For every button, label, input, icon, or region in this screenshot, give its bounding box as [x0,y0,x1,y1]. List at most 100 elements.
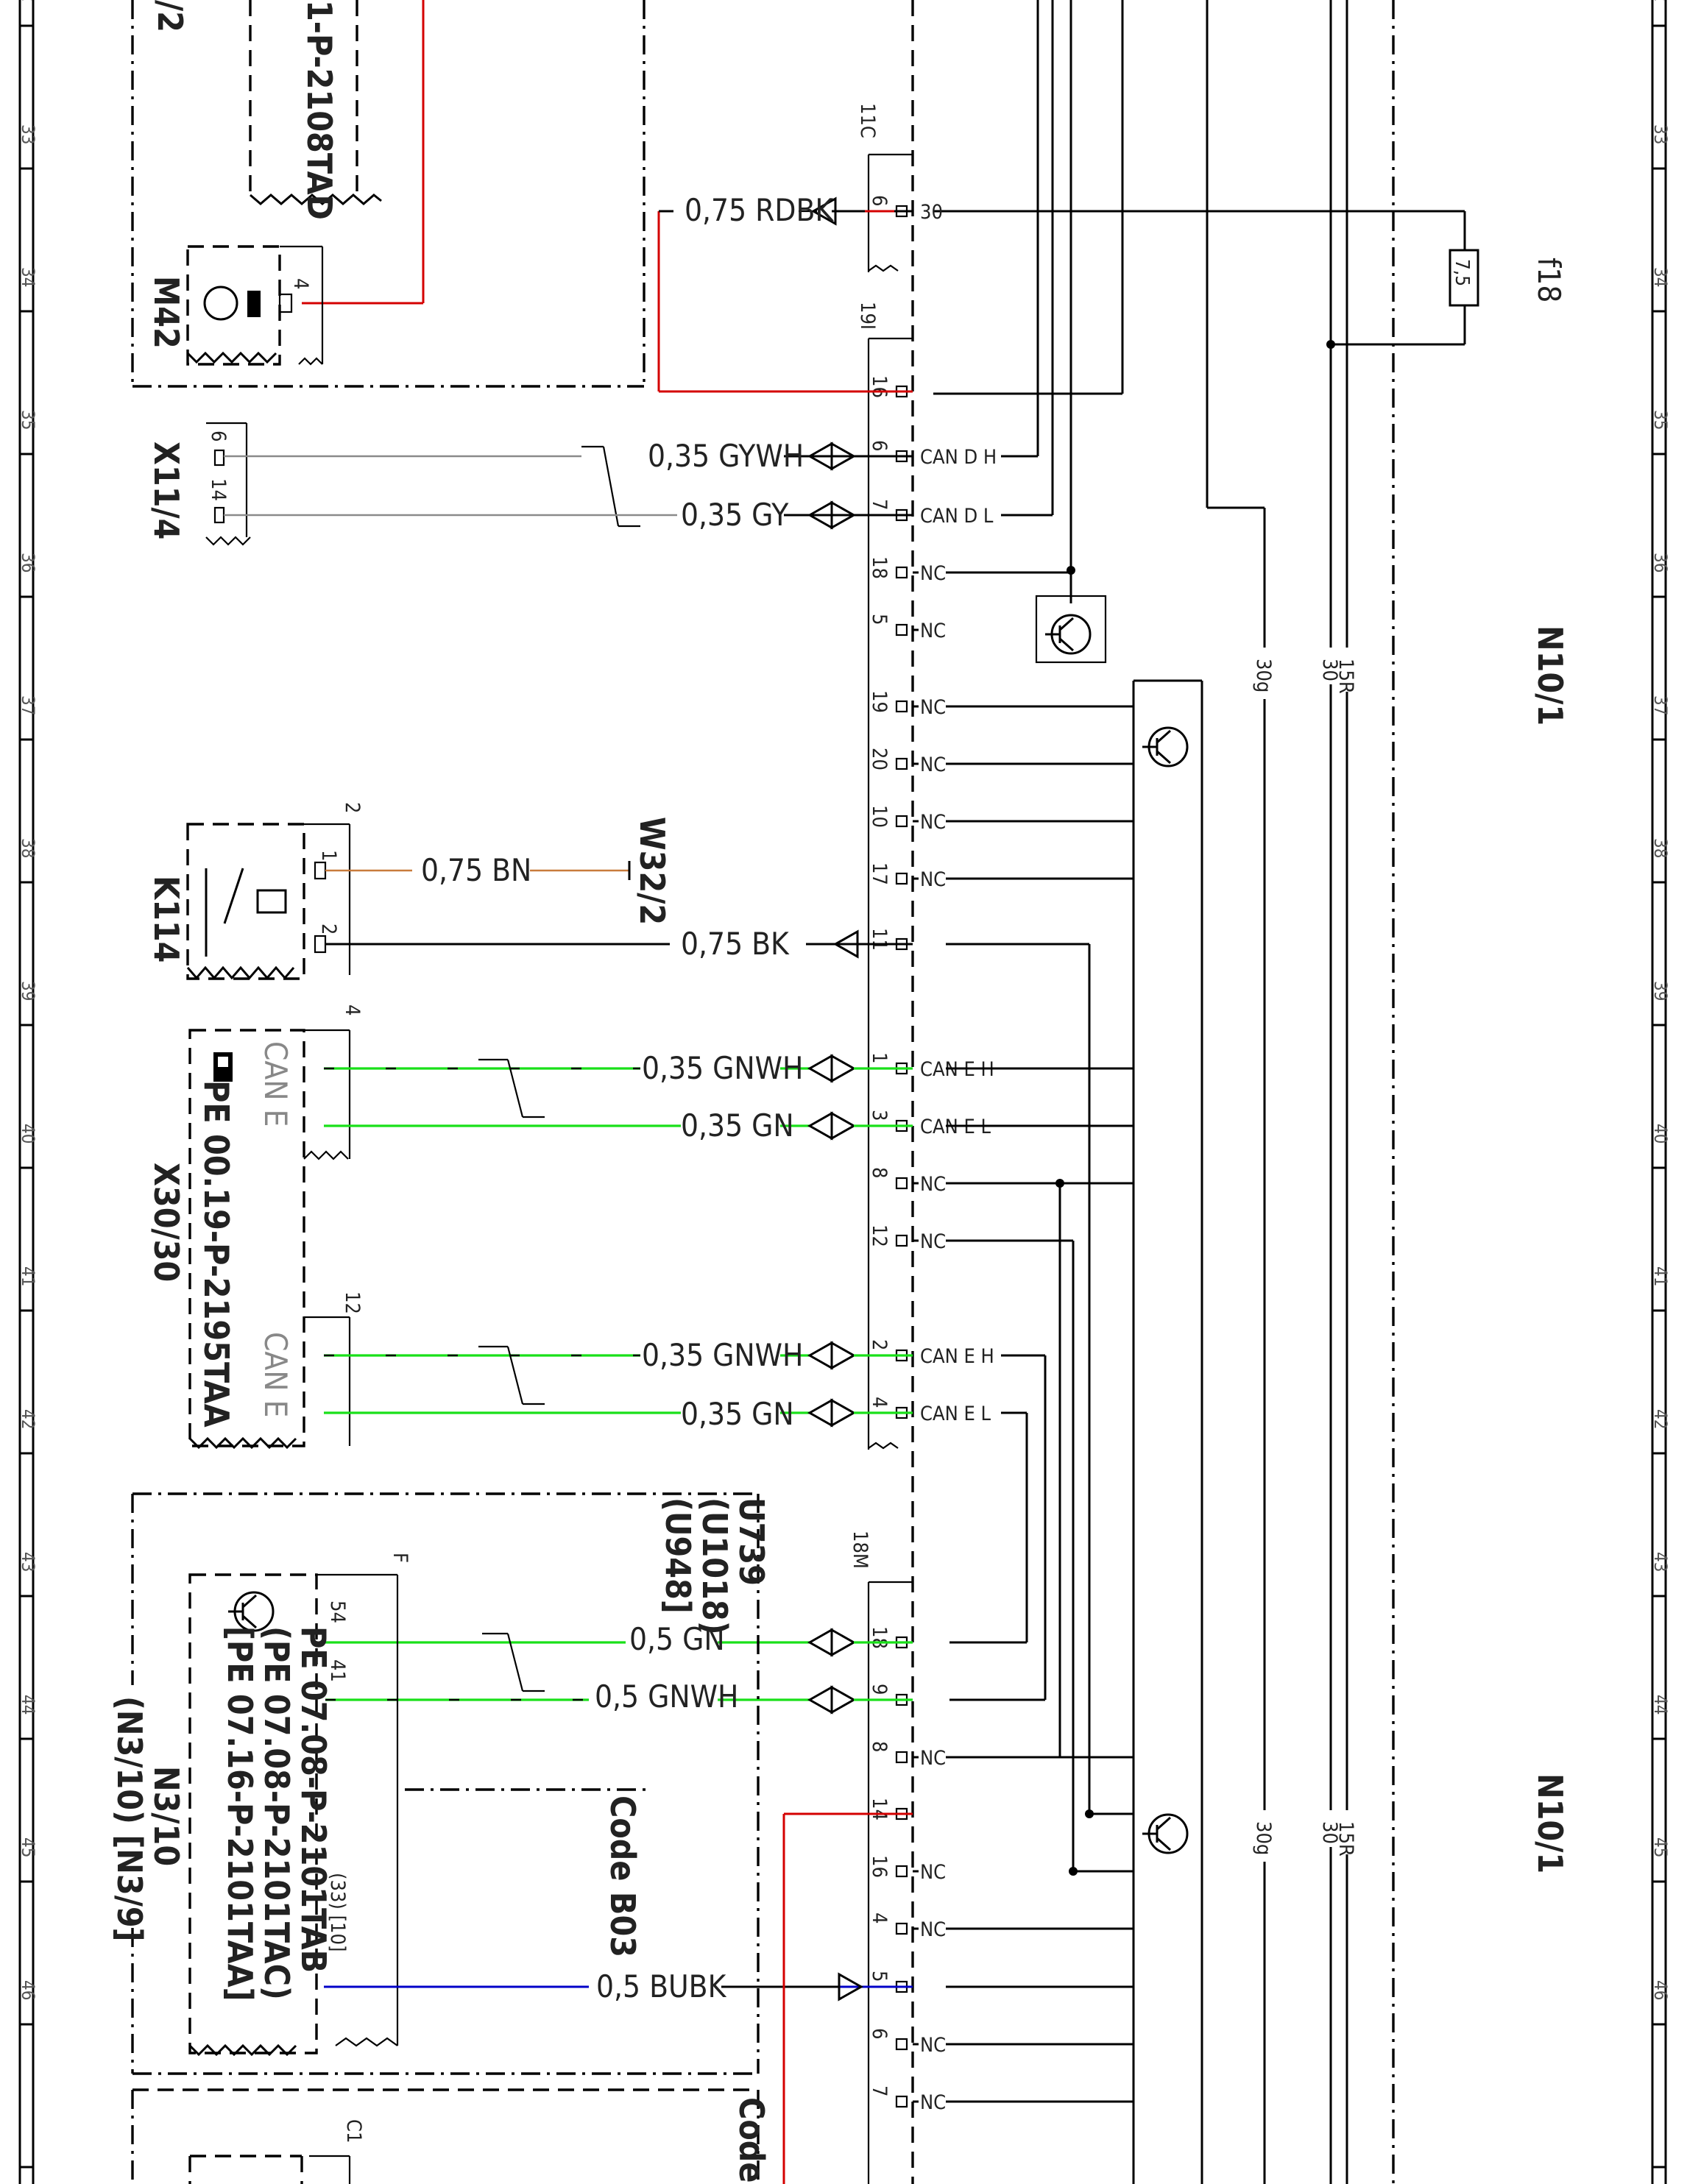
pin-number: 6 [868,195,891,206]
row-number-left: 37 [18,695,38,715]
x30-can2-label: CAN E [258,1332,294,1417]
row-number-left: 41 [18,1266,38,1286]
row-number-left: 39 [18,981,38,1001]
x11-4-label: X11/4 [146,442,186,539]
conn-19i-label: 19I [856,302,879,330]
pin-function: NC [920,2034,946,2057]
k114-pin1: 1 [317,850,340,861]
row-number-left: 45 [18,1837,38,1857]
pin-number: 11 [868,928,891,951]
code-b03-label: Code B03 [603,1795,643,1957]
x30-conn2: 12 [341,1291,364,1314]
transistor-icon [1142,1813,1189,1854]
wire-label-gy: 0,35 GY [681,497,789,533]
rail-30-label-2: 30 [1318,1821,1341,1844]
pin-contact [895,872,908,885]
pin-contact [895,1865,908,1878]
x30-30-label: X30/30 [146,1163,186,1282]
pin-function: NC [920,2091,946,2114]
row-number-right: 35 [1650,410,1671,430]
wire-rdbk [657,196,913,393]
pin-number: 3 [868,1110,891,1121]
u-code-3: (U948] [658,1497,698,1614]
row-number-right: 42 [1650,1409,1671,1429]
row-number-left: 42 [18,1409,38,1429]
pin-function: NC [920,1918,946,1941]
can-e-wires [324,442,913,1715]
code-partial-label: Code [732,2097,771,2183]
k114-pin2: 2 [317,923,340,935]
row-number-left: 33 [18,124,38,144]
pin-number: 17 [868,862,891,885]
k114-conn: 2 [341,802,364,813]
row-number-left: 46 [18,1980,38,2000]
n3-10-label: N3/10 [146,1766,186,1866]
pin-number: 19 [868,690,891,713]
row-number-right: 46 [1650,1980,1671,2000]
top-left-partial-label: /2 [150,0,190,32]
row-number-right: 45 [1650,1837,1671,1857]
n3-ref-3: [PE 07.16-P-2101TAA] [220,1626,260,2002]
pin-number: 8 [868,1167,891,1178]
row-number-left: 35 [18,410,38,430]
pin-number: 2 [868,1339,891,1350]
pin-contact [895,815,908,828]
pin-number: 6 [868,440,891,451]
wire-label-gn1: 0,35 GN [681,1107,794,1144]
wire-label-bubk: 0,5 BUBK [596,1968,727,2004]
pin-function: NC [920,1861,946,1884]
pin-number: 18 [868,556,891,579]
connector-x30-30 [188,1029,351,1450]
wire-label-gn3: 0,5 GN [629,1621,725,1657]
x30-conn1: 4 [341,1004,364,1015]
pin-contact [895,700,908,713]
pin-function: NC [920,868,946,891]
transistor-icon [1142,726,1189,767]
wire-label-gnwh3: 0,5 GNWH [595,1678,738,1715]
row-number-left: 44 [18,1695,38,1715]
conn-11c-label: 11C [856,103,879,138]
info-hand-icon [213,1052,233,1082]
row-number-left: 34 [18,267,38,287]
rail-30g-label: 30g [1252,659,1275,692]
pin-contact [895,623,908,637]
pin-number: 4 [868,1912,891,1924]
pin-number: 14 [868,1798,891,1820]
pin-number: 4 [868,1397,891,1408]
n3-ref-2: (PE 07.08-P-2101TAC) [257,1626,297,2000]
internal-bus [933,0,1203,2184]
row-number-right: 43 [1650,1552,1671,1572]
x30-can1-label: CAN E [258,1041,294,1127]
transistor-icon [1045,614,1092,655]
pin-function: NC [920,754,946,776]
n3-conn: F [389,1553,411,1563]
n3-pin41: 41 [326,1659,349,1682]
wire-label-bn: 0,75 BN [421,852,531,888]
row-number-left: 43 [18,1552,38,1572]
pin-number: 16 [868,375,891,398]
pin-function: NC [920,562,946,585]
x30-ref-label: PE 00.19-P-2195TAA [197,1080,236,1428]
pin-function: 30 [920,201,943,224]
wire-label-bk: 0,75 BK [681,926,790,962]
wire-label-rdbk: 0,75 RDBK [685,192,834,228]
n10-1-label-bottom: N10/1 [1530,1773,1570,1873]
row-number-right: 36 [1650,553,1671,572]
n3-ref-1: PE 07.08-P-2101TAB [294,1626,333,1973]
n10-1-label-top: N10/1 [1530,625,1570,726]
module-c1 [131,2088,760,2184]
rail-15r-label-2: 15R [1334,1821,1357,1857]
w32-2-label: W32/2 [632,817,672,925]
fuse-f18 [933,210,1479,346]
row-numbers: 3232333334343535363637373838393940404141… [18,0,1671,2000]
pin-number: 10 [868,805,891,828]
k114-label: K114 [146,876,186,962]
pin-contact [895,1922,908,1935]
n3-pin54: 54 [326,1600,349,1623]
pin-number: 18 [868,1626,891,1649]
top-ref-label: 1-P-2108TAD [300,0,339,220]
pin-function: NC [920,811,946,834]
conn-18m-label: 18M [849,1531,871,1569]
